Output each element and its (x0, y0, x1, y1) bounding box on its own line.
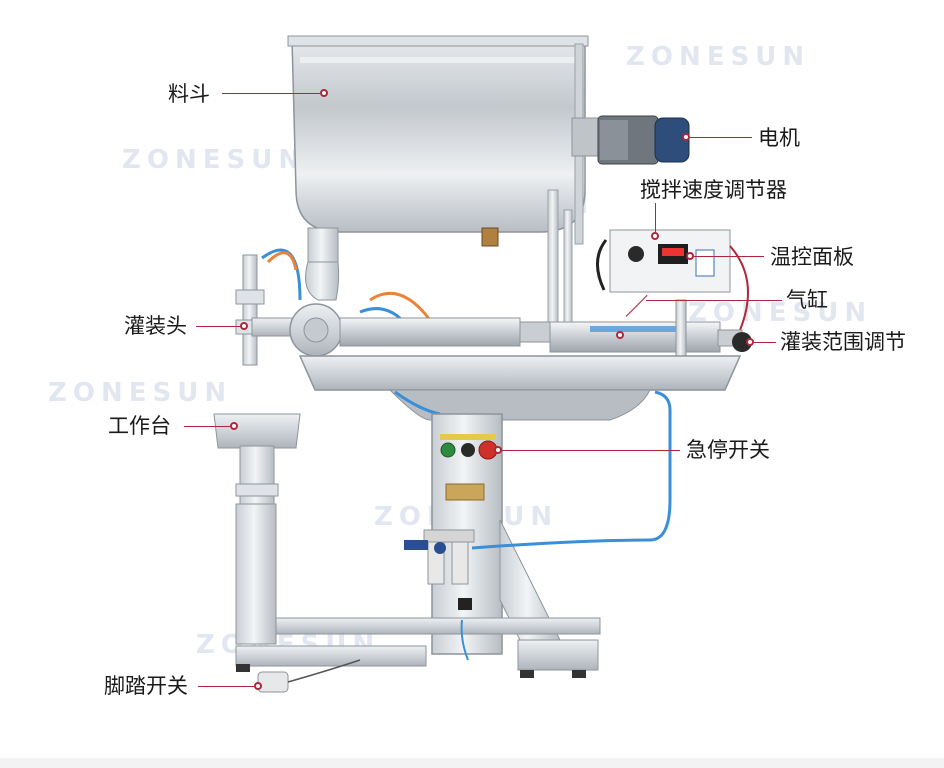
callout-dot (651, 232, 659, 240)
watermark: ZONESUN (122, 145, 307, 175)
label-stir-speed: 搅拌速度调节器 (640, 178, 787, 202)
callout-line (646, 300, 782, 301)
callout-dot (746, 338, 754, 346)
callout-line (655, 203, 656, 233)
label-fill-range: 灌装范围调节 (780, 330, 906, 354)
label-workbench: 工作台 (108, 414, 171, 438)
callout-dot (230, 422, 238, 430)
watermark: ZONESUN (48, 378, 233, 408)
callout-dot (254, 682, 262, 690)
label-motor: 电机 (758, 126, 800, 150)
callout-dot (682, 133, 690, 141)
callout-line (222, 93, 322, 94)
watermark: ZONESUN (626, 42, 811, 72)
callout-line (754, 342, 776, 343)
callout-line (198, 686, 256, 687)
callout-dot (320, 89, 328, 97)
bottom-strip (0, 758, 944, 768)
label-fill-head: 灌装头 (124, 314, 187, 338)
label-cylinder: 气缸 (786, 288, 828, 312)
callout-dot (686, 252, 694, 260)
callout-line (694, 256, 764, 257)
label-estop: 急停开关 (686, 438, 770, 462)
callout-line (690, 137, 752, 138)
callout-line (196, 326, 242, 327)
label-foot-switch: 脚踏开关 (104, 674, 188, 698)
callout-line (184, 426, 232, 427)
callout-line (502, 450, 680, 451)
callout-dot (494, 446, 502, 454)
label-hopper: 料斗 (168, 82, 210, 106)
callout-dot (616, 331, 624, 339)
callout-dot (240, 322, 248, 330)
label-temp-panel: 温控面板 (770, 245, 854, 269)
